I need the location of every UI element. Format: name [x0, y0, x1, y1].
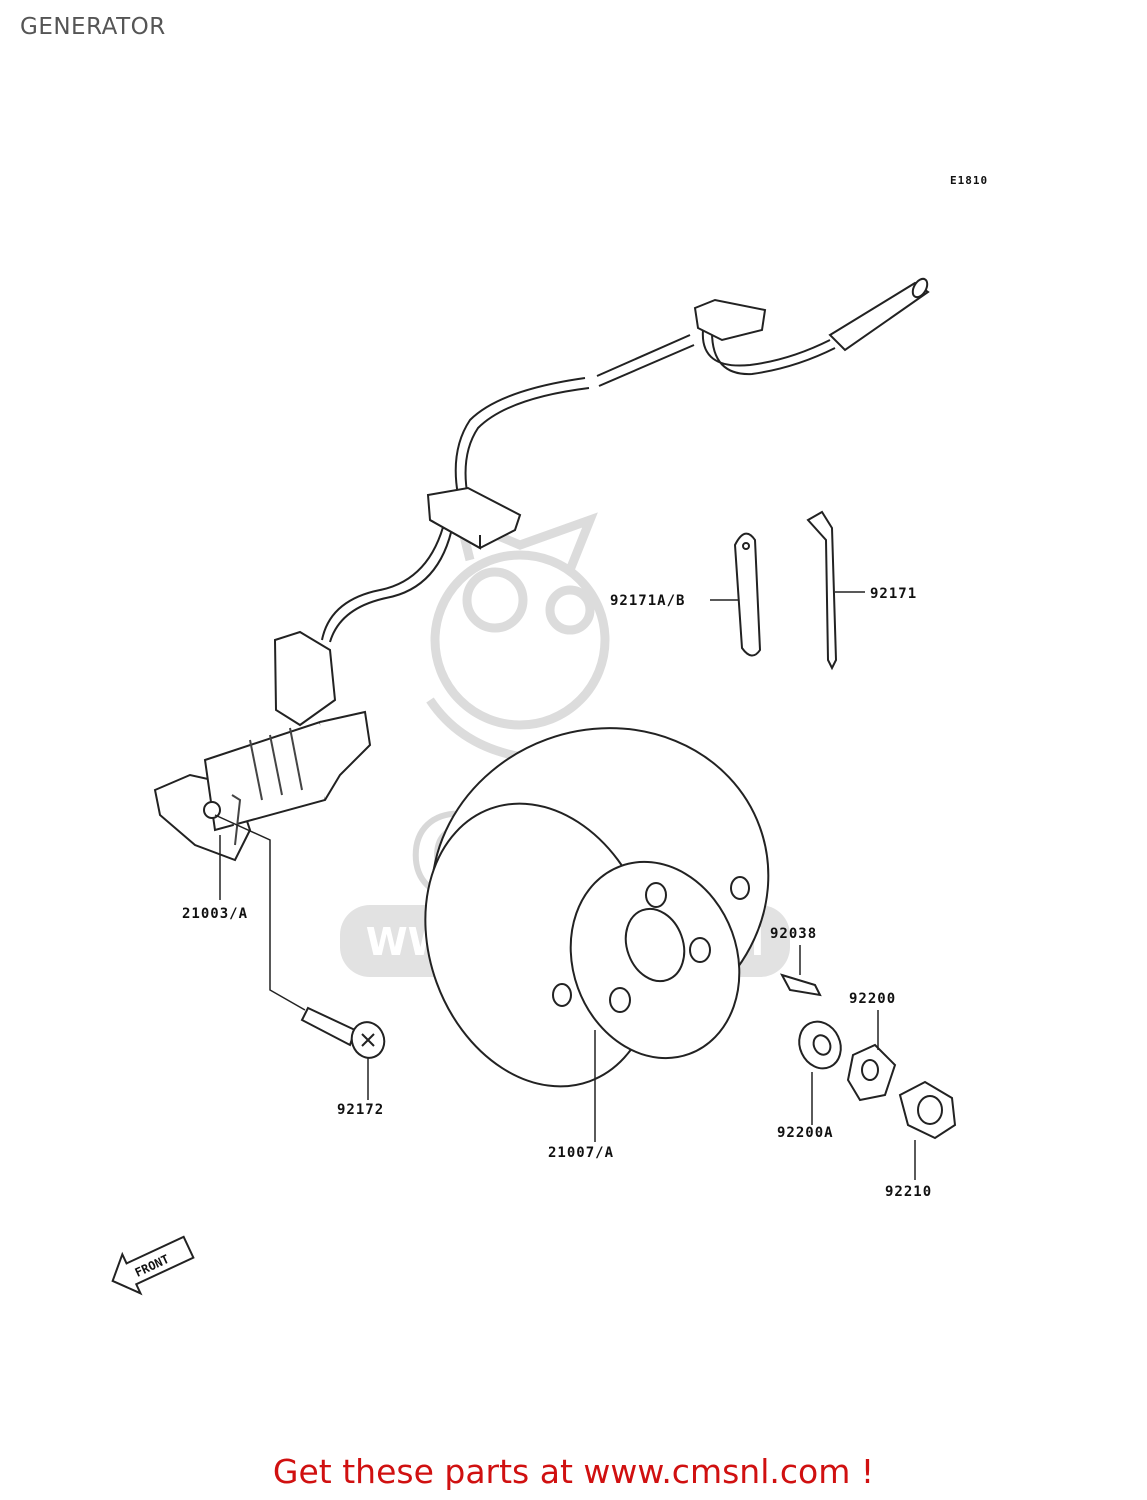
part-label-92200[interactable]: 92200	[849, 991, 896, 1007]
footer-link[interactable]: Get these parts at www.cmsnl.com !	[272, 1452, 875, 1491]
screw	[300, 1006, 386, 1059]
clamps	[733, 510, 838, 671]
part-label-92172[interactable]: 92172	[337, 1102, 384, 1118]
flywheel-rotor	[424, 727, 770, 1088]
part-label-92210[interactable]: 92210	[885, 1184, 932, 1200]
front-arrow-icon: FRONT	[111, 1235, 195, 1296]
cms-watermark	[426, 512, 610, 765]
wire-harness	[321, 329, 836, 643]
leader-lines	[214, 591, 916, 1180]
part-label-92171ab[interactable]: 92171A/B	[610, 593, 685, 609]
part-label-21003a[interactable]: 21003/A	[182, 906, 248, 922]
part-label-92038[interactable]: 92038	[770, 926, 817, 942]
part-label-92200a[interactable]: 92200A	[777, 1125, 834, 1141]
stator-coil	[153, 630, 372, 862]
diagram-code: E1810	[950, 174, 988, 187]
fasteners	[779, 973, 957, 1140]
footer-promo: Get these parts at www.cmsnl.com !	[0, 1452, 1147, 1491]
part-label-21007a[interactable]: 21007/A	[548, 1145, 614, 1161]
page-title: GENERATOR	[20, 14, 166, 40]
part-label-92171[interactable]: 92171	[870, 586, 917, 602]
wire-connectors	[426, 277, 930, 550]
